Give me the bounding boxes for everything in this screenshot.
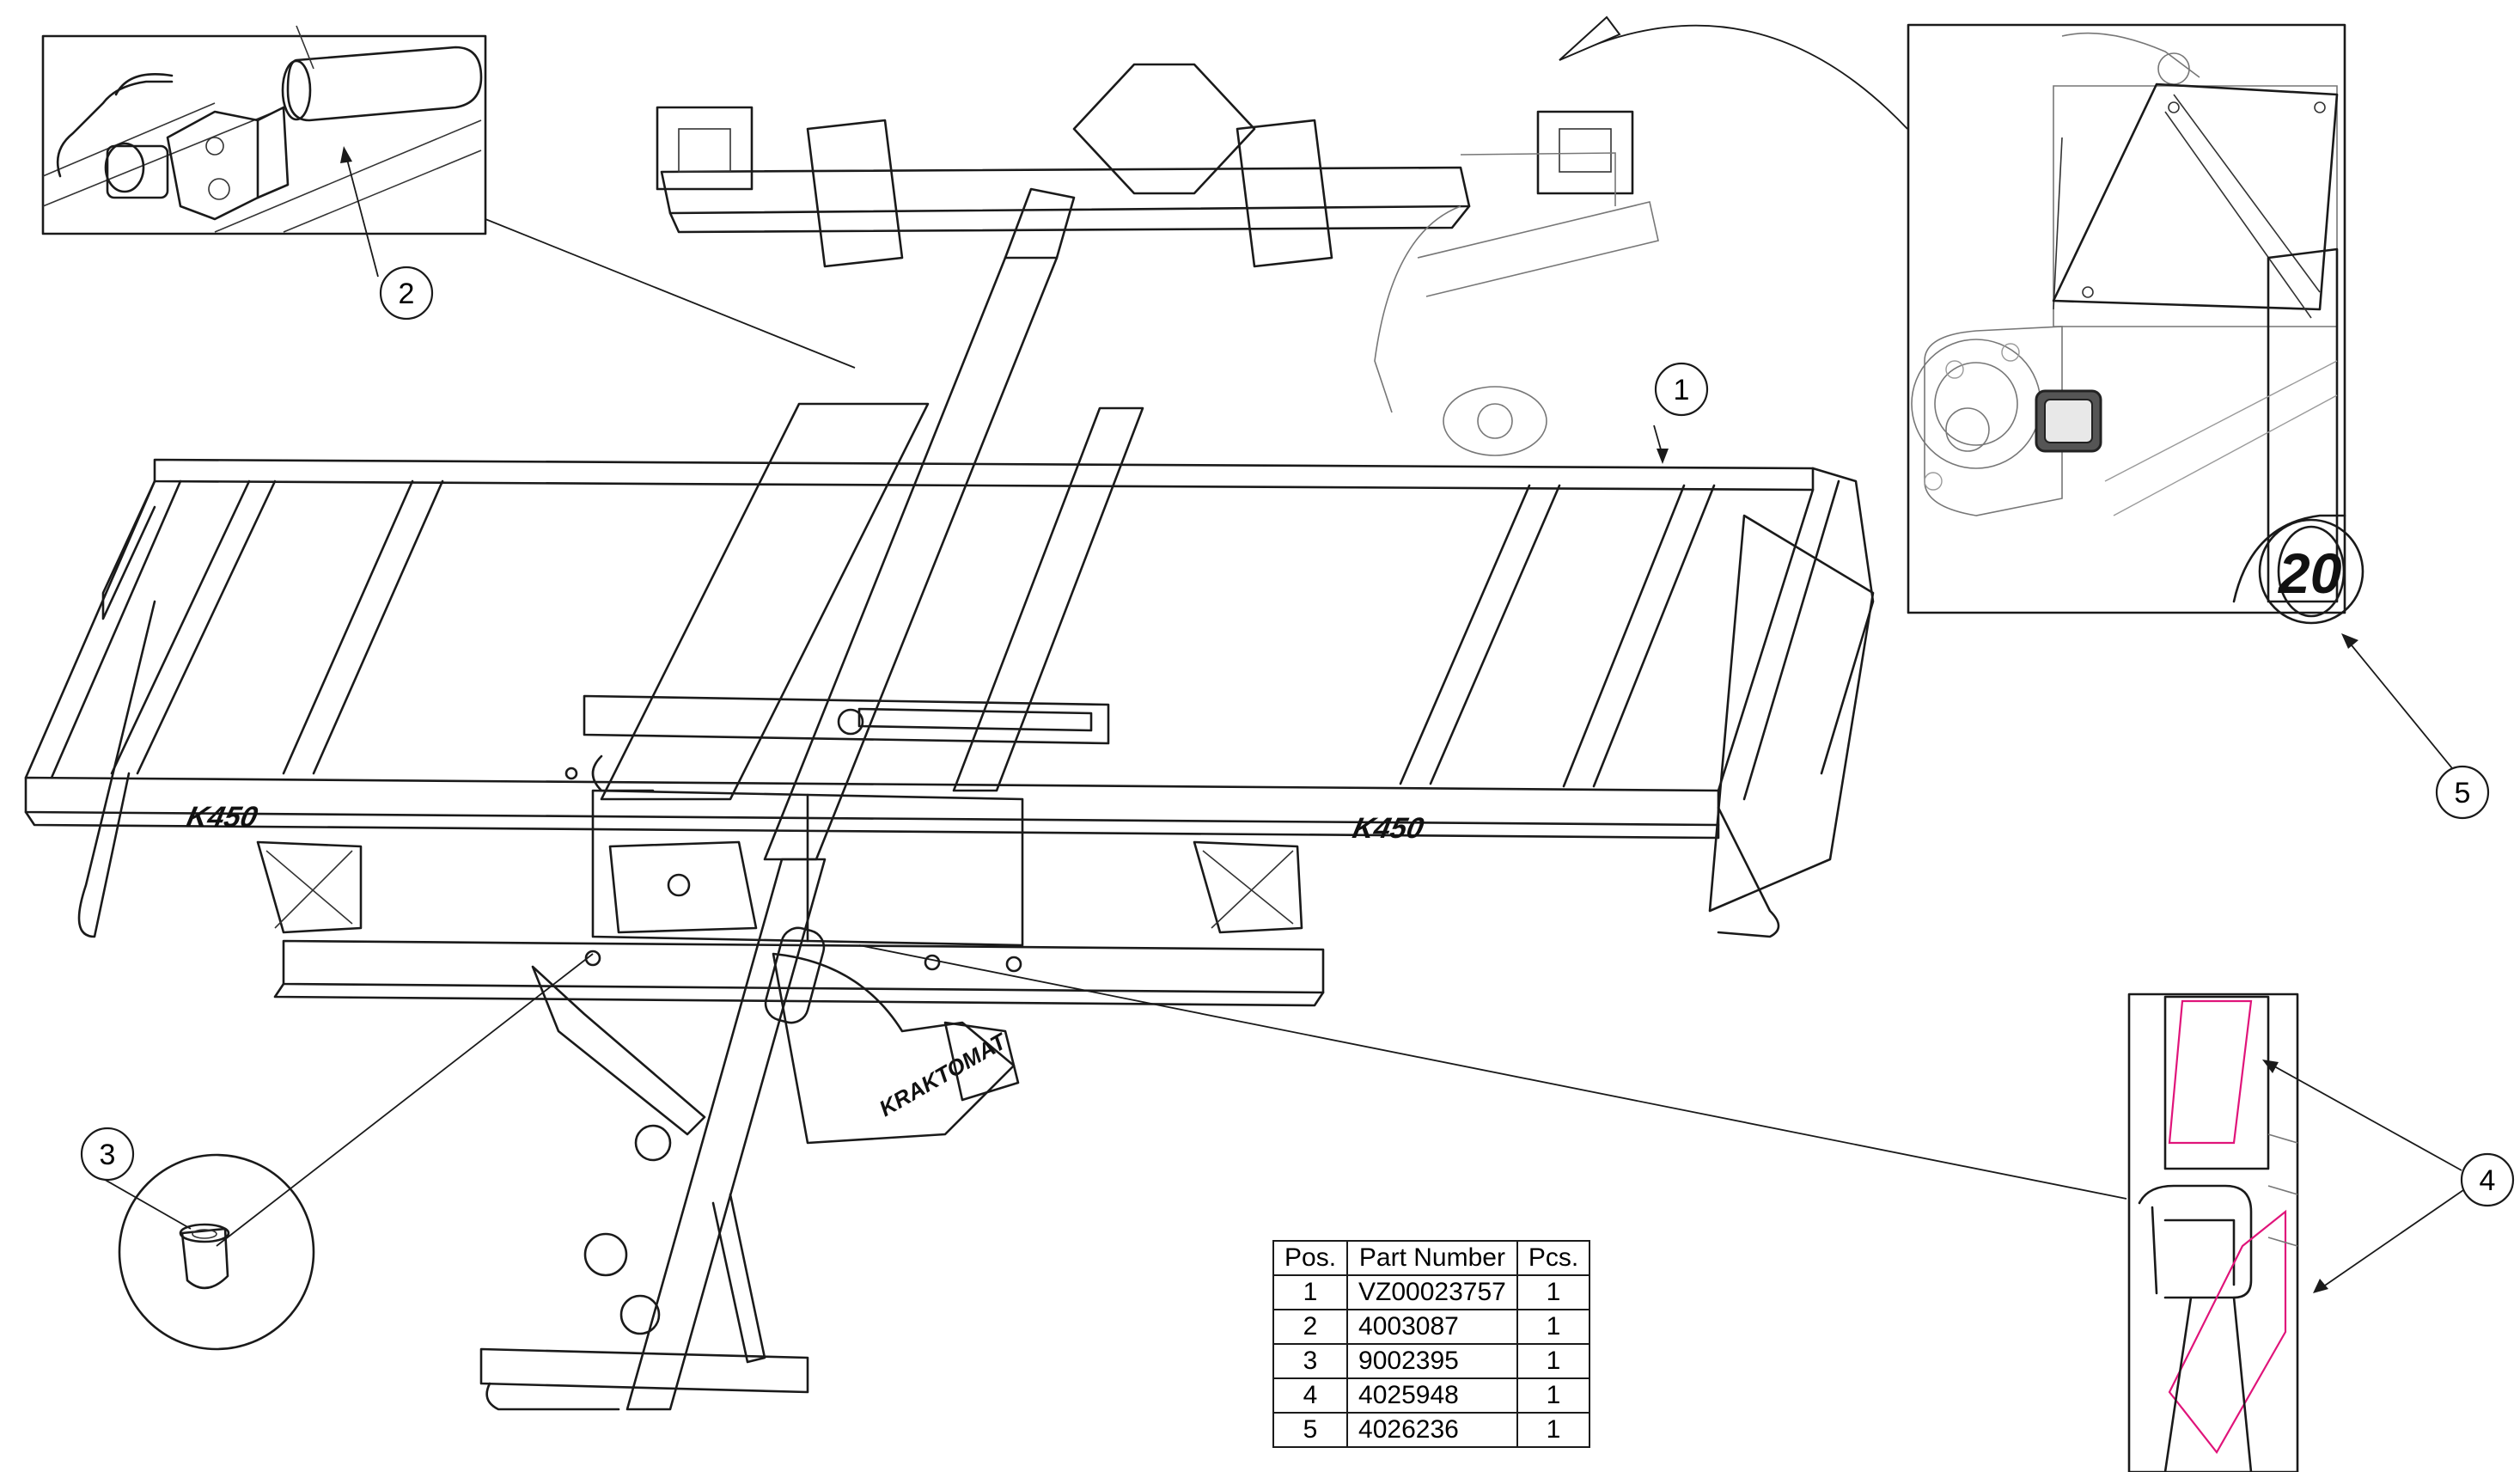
leader-lines — [100, 146, 2464, 1293]
cell-pos: 2 — [1272, 1309, 1349, 1345]
cell-pos: 3 — [1272, 1343, 1349, 1379]
model-label-left: K450 — [184, 801, 260, 834]
cell-pcs: 1 — [1516, 1412, 1591, 1448]
table-row: 5 4026236 1 — [1272, 1412, 1591, 1448]
detail-view-5: 20 — [1907, 23, 2364, 625]
drawbar-beam — [763, 256, 1059, 861]
svg-text:5: 5 — [2455, 777, 2471, 809]
table-row: 3 9002395 1 — [1272, 1343, 1591, 1379]
highlight-label-upper — [2168, 999, 2253, 1145]
parts-list-header-row: Pos. Part Number Pcs. — [1272, 1240, 1591, 1276]
detail-view-4 — [2127, 993, 2299, 1472]
drawbar-brand-label: KRAKTOMAT — [875, 1028, 1012, 1122]
table-row: 2 4003087 1 — [1272, 1309, 1591, 1345]
callout-3: 3 — [80, 1127, 135, 1182]
cell-part-number: VZ00023757 — [1346, 1274, 1518, 1310]
cell-pcs: 1 — [1516, 1274, 1591, 1310]
detail-view-2 — [41, 25, 487, 235]
rotation-arrow-icon — [1559, 24, 1908, 130]
svg-text:1: 1 — [1674, 374, 1690, 406]
model-label-right: K450 — [1350, 812, 1426, 845]
svg-text:4: 4 — [2480, 1164, 2496, 1197]
cell-part-number: 4025948 — [1346, 1377, 1518, 1414]
table-row: 4 4025948 1 — [1272, 1377, 1591, 1414]
cell-pcs: 1 — [1516, 1377, 1591, 1414]
cell-part-number: 4026236 — [1346, 1412, 1518, 1448]
detail-view-3 — [118, 1153, 315, 1351]
cell-pos: 4 — [1272, 1377, 1349, 1414]
table-row: 1 VZ00023757 1 — [1272, 1274, 1591, 1310]
callout-1: 1 — [1654, 362, 1709, 417]
cell-pcs: 1 — [1516, 1343, 1591, 1379]
cell-pos: 1 — [1272, 1274, 1349, 1310]
callout-2: 2 — [379, 266, 434, 321]
cell-part-number: 4003087 — [1346, 1309, 1518, 1345]
header-part-number: Part Number — [1346, 1240, 1518, 1276]
cell-part-number: 9002395 — [1346, 1343, 1518, 1379]
callout-4: 4 — [2460, 1152, 2515, 1207]
wheel-number-label: 20 — [2277, 541, 2342, 605]
callout-5: 5 — [2435, 765, 2490, 820]
parts-list-table: Pos. Part Number Pcs. 1 VZ00023757 1 2 4… — [1272, 1240, 1591, 1448]
cell-pos: 5 — [1272, 1412, 1349, 1448]
svg-text:2: 2 — [399, 278, 415, 310]
header-pcs: Pcs. — [1516, 1240, 1591, 1276]
svg-text:3: 3 — [100, 1139, 116, 1171]
header-pos: Pos. — [1272, 1240, 1349, 1276]
cell-pcs: 1 — [1516, 1309, 1591, 1345]
